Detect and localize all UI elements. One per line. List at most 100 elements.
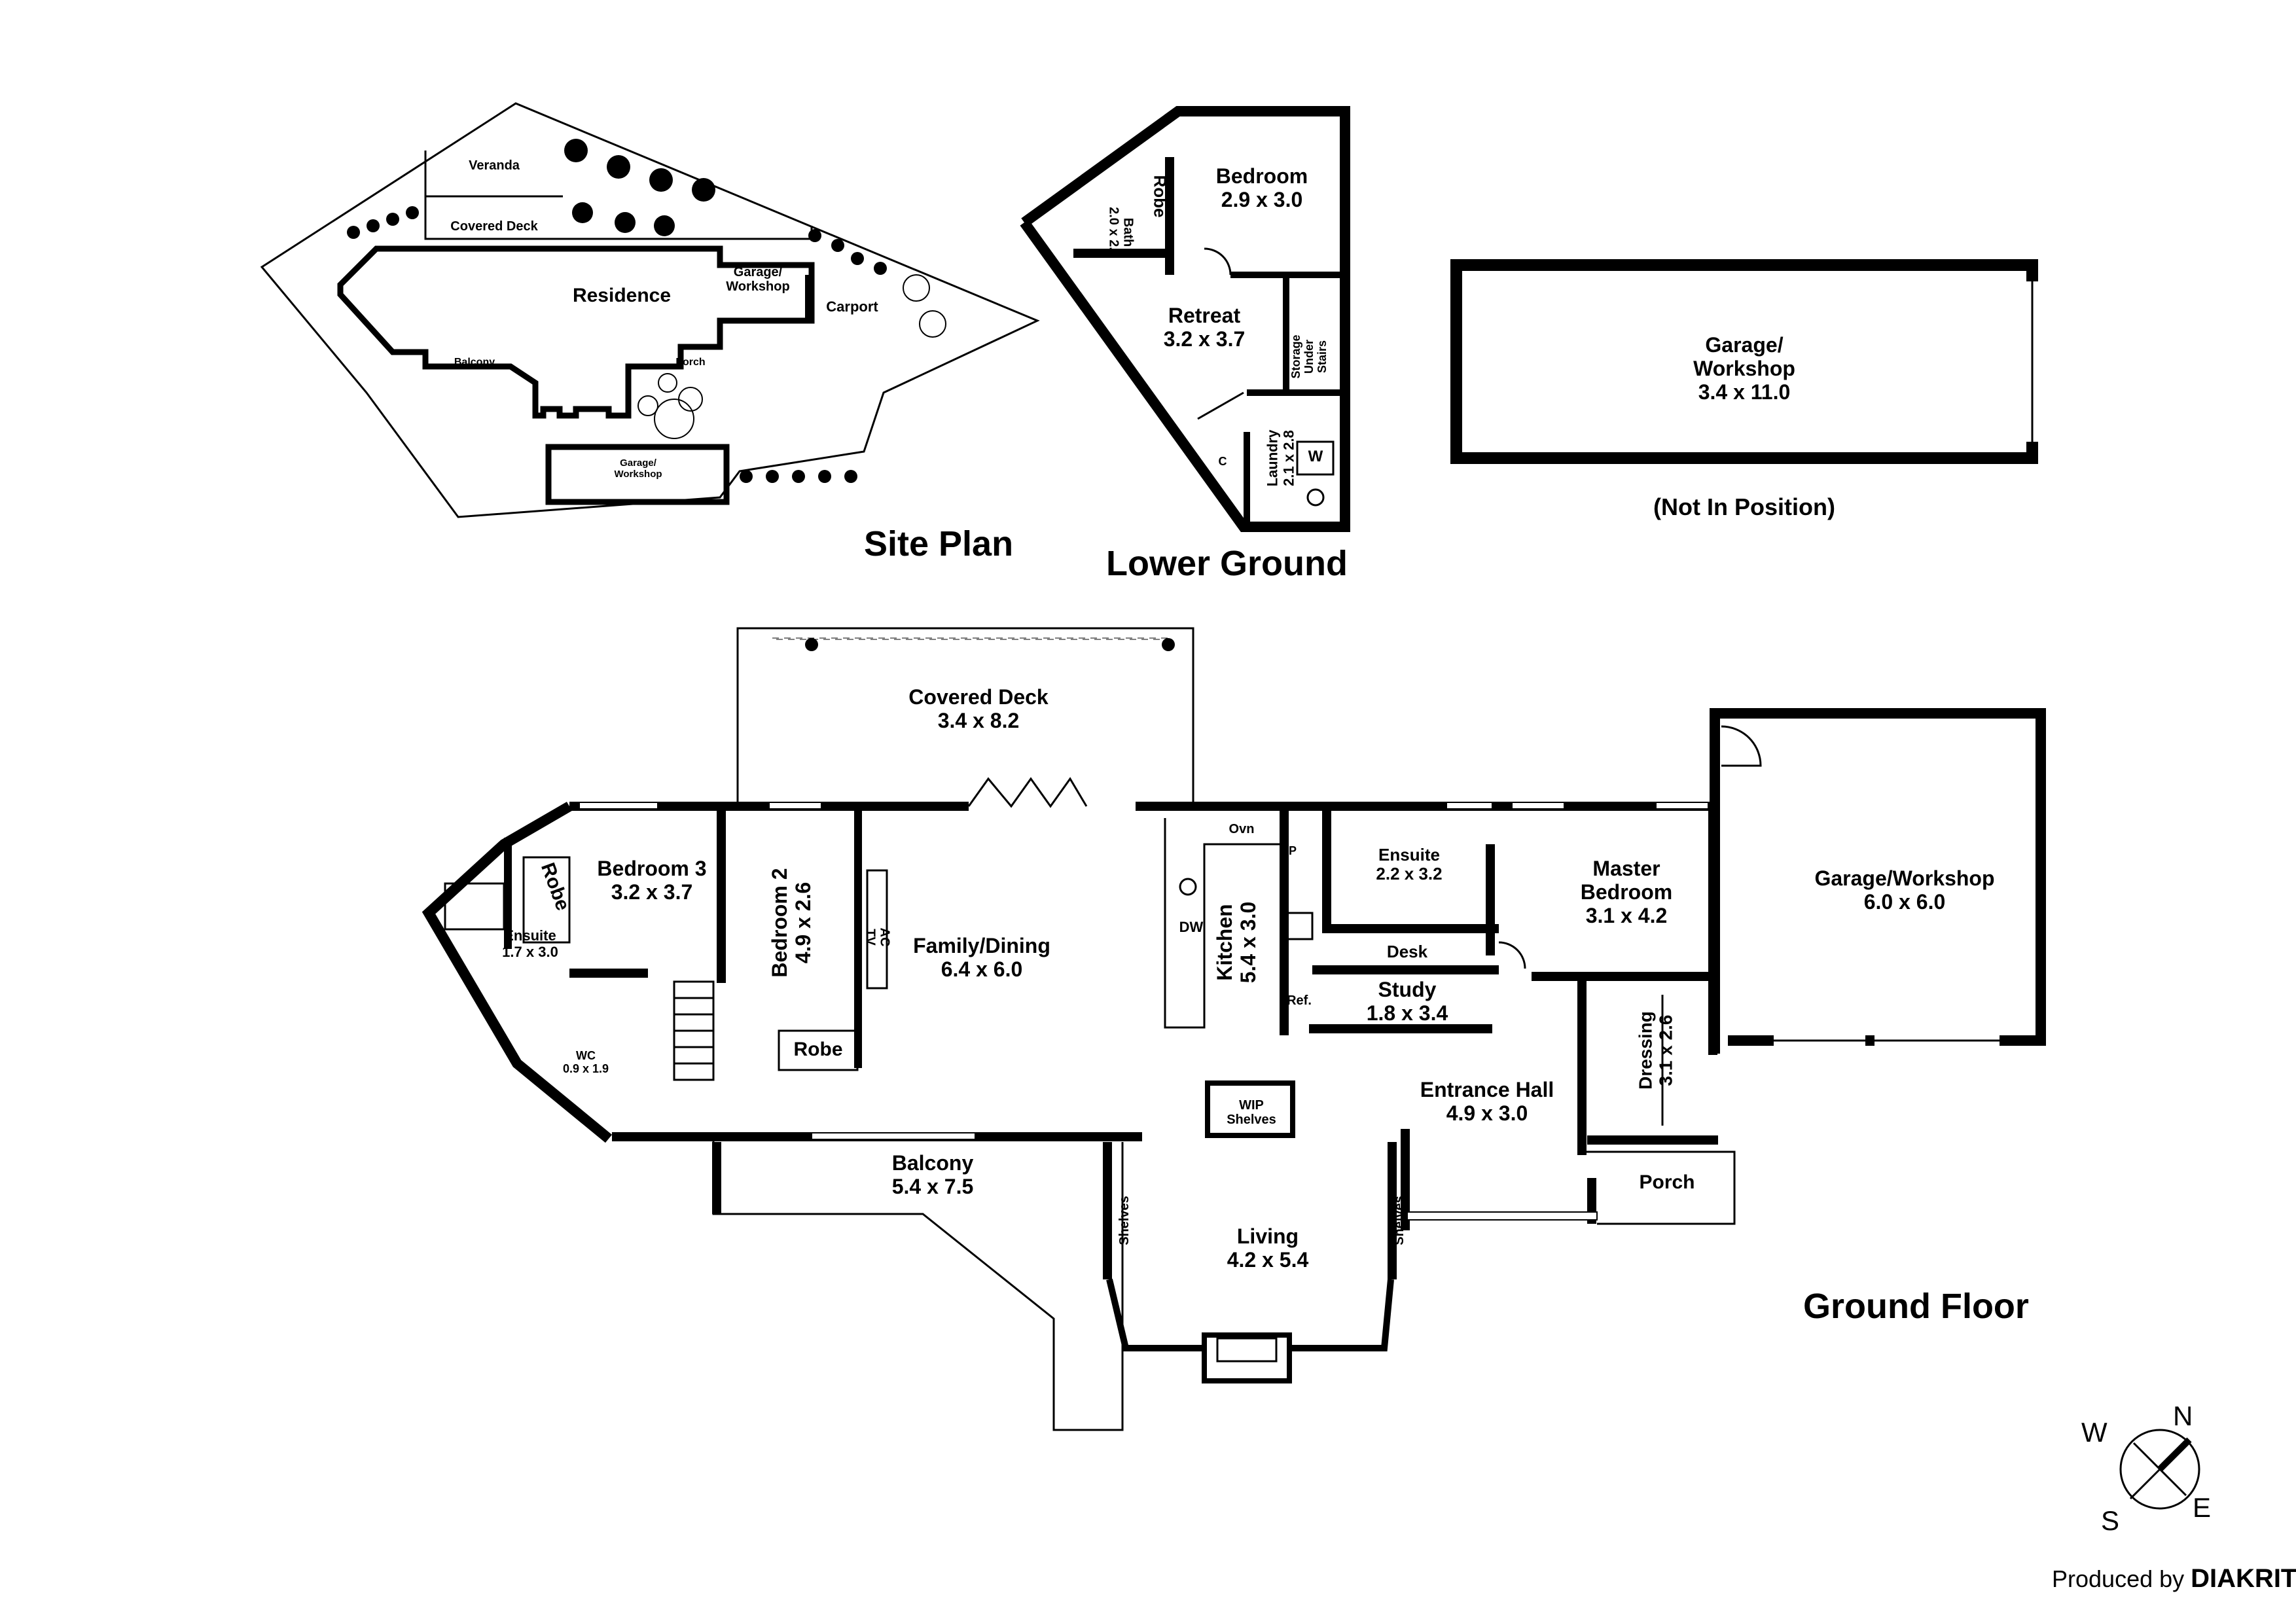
garage-door-swing [1721,725,1762,767]
detached-garage-outline [1450,259,2038,464]
detached-garage-drawing [1450,259,2038,464]
credit-brand: DIAKRIT [2191,1564,2296,1593]
lg-washer-mark: W [1308,448,1323,465]
site-plan-drawing [260,102,1040,518]
lg-robe-label: Robe [1150,175,1170,218]
site-residence-label: Residence [572,285,672,306]
site-garage-label: Garage/Workshop [726,265,790,294]
site-garage-outline [545,444,730,505]
compass-s: S [2101,1505,2120,1536]
deck-post-right [1162,638,1175,651]
window-master2 [1655,802,1709,810]
wip-outline [1205,1080,1295,1138]
credit: Produced by DIAKRIT [2052,1564,2296,1594]
ground-floor-drawing [422,627,2046,1431]
hall-west-wall [1401,1129,1410,1230]
dressing-west-wall [1577,978,1587,1155]
lg-bath-wall [1073,249,1172,258]
lg-door-swing [1204,247,1232,276]
compass-north-arrow [2157,1437,2192,1472]
study-door-swing [1498,941,1526,969]
covered-deck-outline [736,627,1194,805]
living-east-wall [1388,1142,1397,1279]
lg-stair-wall [1283,275,1289,393]
living-sw-wall [1106,1278,1204,1351]
lg-robe-wall [1165,157,1174,275]
living-se-wall [1289,1279,1394,1351]
garden-flowers [347,139,887,483]
fireplace-hearth [1216,1337,1278,1363]
site-veranda-label: Veranda [469,158,520,173]
study-north-wall [1322,924,1499,933]
bifold-doors [967,777,1088,808]
ensuite-bath [444,882,505,931]
north-wall-east [1136,802,1715,811]
lg-laundry-wall [1247,389,1342,396]
compass-w: W [2081,1417,2108,1448]
gf-desk-label: Desk [1386,942,1428,961]
heading-lower-ground: Lower Ground [1106,544,1348,583]
compass-ring [2119,1429,2200,1510]
site-porch-label: Porch [675,357,706,368]
gf-robe-b2-label: Robe [793,1039,843,1060]
b3-south-wall [569,969,648,978]
compass [2119,1429,2200,1510]
window-master [1511,802,1565,810]
lg-laundry-diagonal [1197,391,1244,420]
window-ens [1446,802,1493,810]
lower-ground-drawing [1020,106,1350,532]
compass-e: E [2193,1492,2212,1523]
gf-pantry-label: P [1288,844,1297,857]
site-covered-deck-label: Covered Deck [450,219,538,234]
b3-east-wall [717,806,726,983]
family-window [811,1132,976,1140]
gf-oven-label: Ovn [1229,822,1255,836]
kitchen-east-wall [1280,806,1289,1035]
site-carport-label: Carport [826,298,878,315]
west-angled-wall [422,802,613,1143]
cooktop [1285,912,1314,940]
garage-west-wall [1710,713,1720,1054]
lg-c-mark: C [1218,455,1227,468]
dressing-south-wall [1587,1135,1718,1145]
carport-wall [805,275,814,321]
garage-sw [1728,1035,1774,1046]
b3-robe [522,856,571,944]
hall-south-window [1407,1211,1598,1221]
kitchen-sink [1179,878,1197,896]
window-b2 [768,802,822,810]
not-in-position-note: (Not In Position) [1653,493,1835,520]
site-small-garage-label: Garage/Workshop [614,457,662,480]
window-b3 [579,802,658,810]
lg-laundry-side [1244,432,1250,527]
study-south-wall [1309,1024,1492,1033]
heading-ground-floor: Ground Floor [1803,1287,2029,1326]
site-balcony-label: Balcony [454,357,495,368]
living-west-wall [1103,1142,1112,1279]
lower-ground-outline [1020,106,1350,532]
heading-site-plan: Site Plan [864,524,1014,563]
gf-shelves-left-label: Shelves [1117,1196,1132,1245]
master-south-wall [1532,972,1715,981]
gf-shelves-right-label: Shelves [1391,1196,1407,1245]
